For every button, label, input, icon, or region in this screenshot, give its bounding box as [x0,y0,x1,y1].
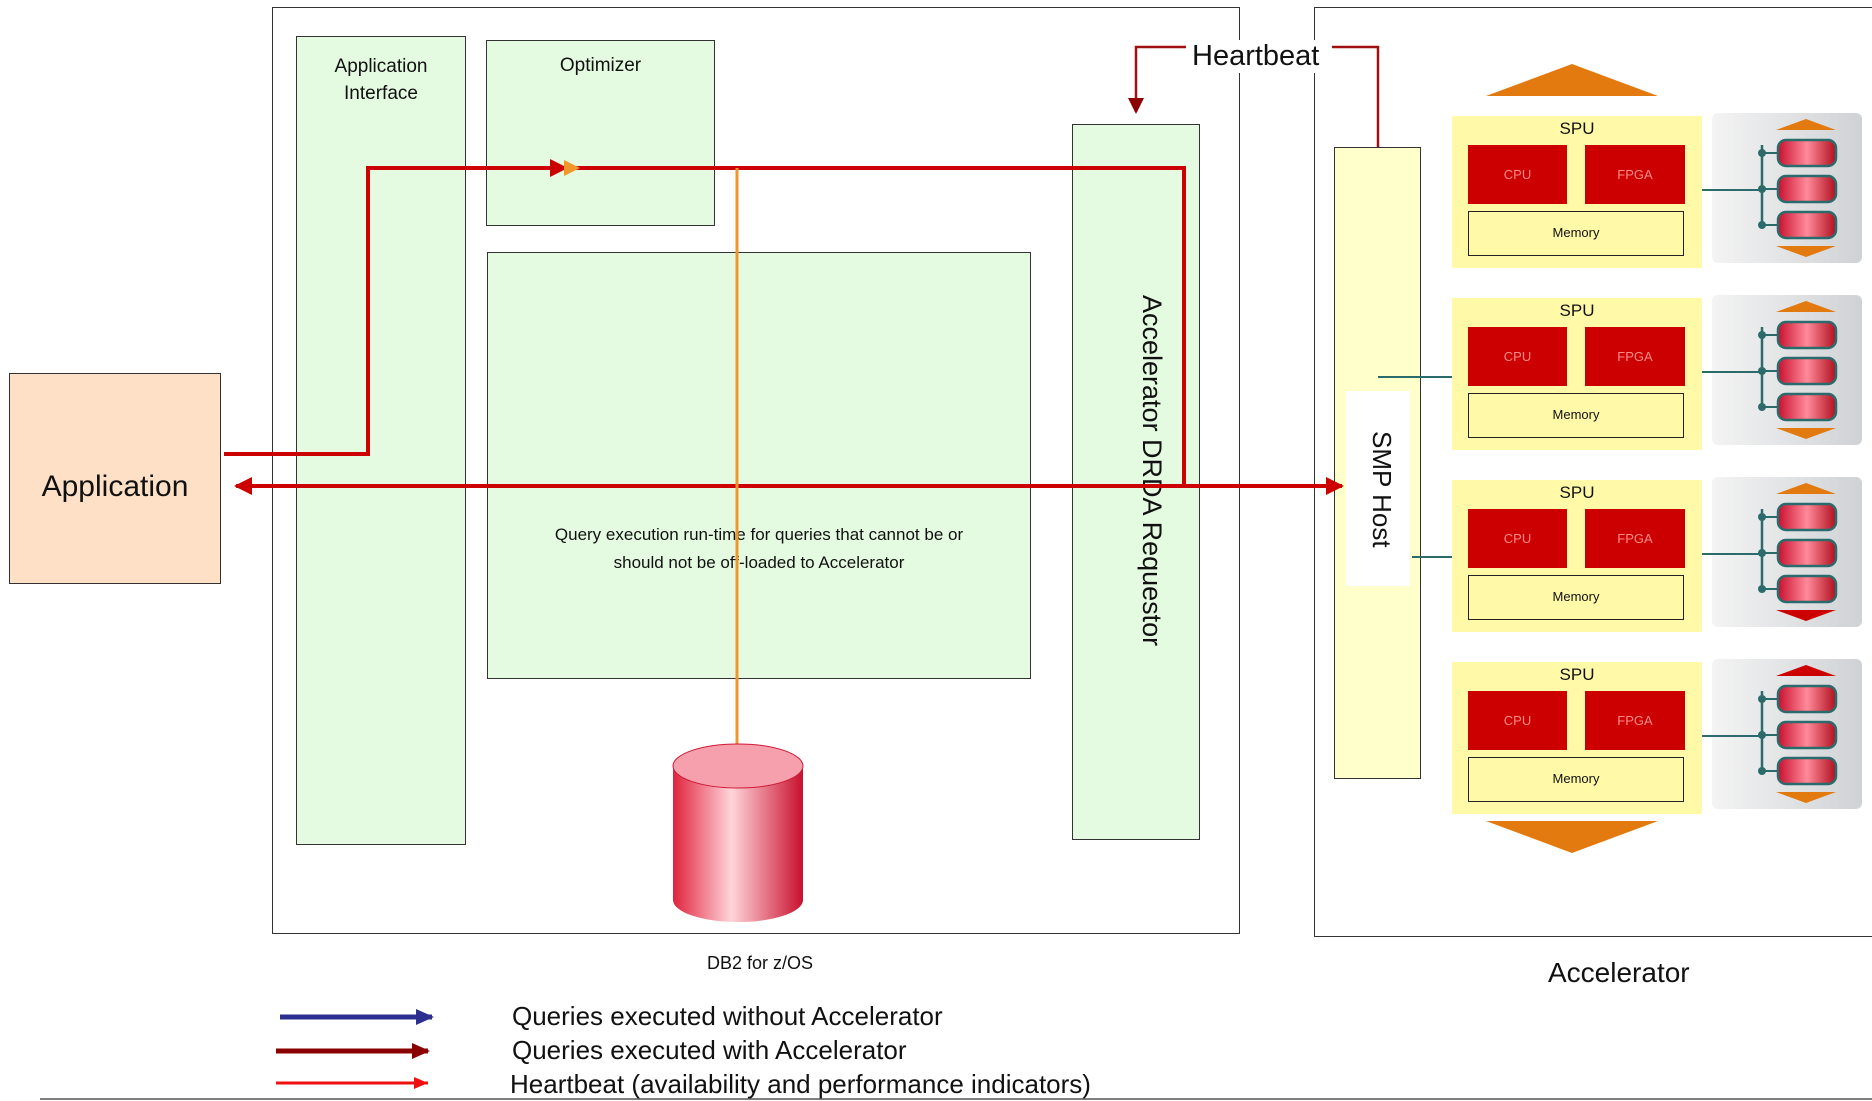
application-interface-label: Application Interface [334,56,428,104]
disk-rack-1 [1712,113,1862,263]
spu-title: SPU [1559,301,1595,320]
memory-block: Memory [1468,757,1684,802]
memory-block: Memory [1468,393,1684,438]
cpu-chip: CPU [1468,145,1567,204]
spu-title: SPU [1559,119,1595,138]
spu-4: SPU CPU FPGA Memory [1452,662,1702,814]
cpu-chip: CPU [1468,691,1567,750]
fpga-chip: FPGA [1585,509,1685,568]
drda-requestor-box: Accelerator DRDA Requestor [1072,124,1200,840]
application-interface-box: Application Interface [296,36,466,845]
optimizer-label: Optimizer [559,55,642,76]
disk-rack-4 [1712,659,1862,809]
smp-host-label-panel: SMP Host [1346,391,1410,586]
fpga-chip: FPGA [1585,691,1685,750]
fpga-chip: FPGA [1585,145,1685,204]
application-box: Application [9,373,221,584]
spu-3: SPU CPU FPGA Memory [1452,480,1702,632]
disk-rack-3 [1712,477,1862,627]
query-runtime-box: Query execution run-time for queries tha… [487,252,1031,679]
memory-block: Memory [1468,575,1684,620]
accelerator-caption: Accelerator [1548,957,1690,988]
spu-2: SPU CPU FPGA Memory [1452,298,1702,450]
cpu-chip: CPU [1468,327,1567,386]
accelerator-container [1314,7,1872,937]
cpu-chip: CPU [1468,509,1567,568]
drda-requestor-label: Accelerator DRDA Requestor [1137,295,1167,647]
legend-label-without: Queries executed without Accelerator [512,1001,943,1031]
spu-title: SPU [1559,483,1595,502]
db2-caption: DB2 for z/OS [706,953,814,973]
legend-label-heartbeat: Heartbeat (availability and performance … [510,1069,1091,1099]
application-label: Application [41,470,189,503]
heartbeat-label: Heartbeat [1188,40,1324,73]
memory-block: Memory [1468,211,1684,256]
spu-title: SPU [1559,665,1595,684]
legend-label-with: Queries executed with Accelerator [512,1035,907,1065]
query-runtime-label: Query execution run-time for queries tha… [554,525,964,572]
optimizer-box: Optimizer [486,40,715,226]
spu-1: SPU CPU FPGA Memory [1452,116,1702,268]
smp-host-label: SMP Host [1367,431,1397,548]
disk-rack-2 [1712,295,1862,445]
fpga-chip: FPGA [1585,327,1685,386]
